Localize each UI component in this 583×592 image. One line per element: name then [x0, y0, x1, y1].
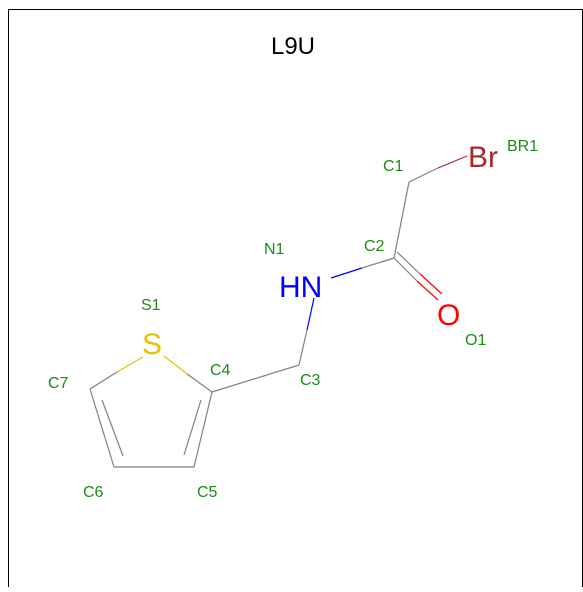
atom-symbol-n1: HN	[279, 271, 322, 304]
atom-label-c4: C4	[210, 362, 231, 379]
bond-n1-c3-blue	[306, 297, 315, 331]
bond-c7-c6	[89, 388, 115, 468]
bond-c1-c2	[393, 181, 410, 259]
bond-s1-c7-yellow	[116, 356, 144, 373]
atom-label-n1: N1	[264, 241, 285, 258]
atom-label-s1: S1	[141, 297, 161, 314]
bond-c2-o1-b-red	[419, 273, 443, 295]
atom-symbol-s1: S	[142, 328, 162, 361]
bonds	[89, 155, 468, 468]
bond-c1-br1	[408, 167, 439, 183]
atom-labels: BR1 C1 C2 N1 O1 C3 C4 S1 C7 C6 C5	[48, 138, 538, 501]
bond-c2-n1	[361, 257, 395, 269]
atom-label-c7: C7	[48, 375, 69, 392]
atom-symbol-o1: O	[437, 299, 460, 332]
bond-c5-c4-inner	[183, 399, 202, 456]
bond-c3-c4	[211, 364, 300, 393]
atom-label-br1: BR1	[507, 138, 538, 155]
molecule-title: L9U	[271, 33, 315, 60]
atom-label-c6: C6	[83, 484, 104, 501]
bond-c2-o1-b	[396, 251, 421, 275]
atom-label-c2: C2	[364, 238, 385, 255]
bond-s1-c7	[89, 371, 118, 390]
bond-c2-o1-a	[393, 257, 418, 282]
bond-c2-n1-blue	[330, 267, 363, 279]
bond-c4-s1	[186, 373, 213, 393]
atom-label-c1: C1	[383, 158, 404, 175]
atom-label-c5: C5	[197, 484, 218, 501]
atom-symbol-br1: Br	[468, 141, 498, 174]
bond-c5-c4	[193, 391, 213, 468]
bond-n1-c3	[298, 329, 308, 366]
atom-label-c3: C3	[300, 372, 321, 389]
bond-c7-c6-inner	[101, 399, 124, 457]
bond-c4-s1-yellow	[163, 355, 188, 375]
atom-label-o1: O1	[465, 332, 486, 349]
bond-c2-o1-a-red	[416, 280, 439, 301]
bond-c1-br1-br-half	[437, 155, 468, 169]
